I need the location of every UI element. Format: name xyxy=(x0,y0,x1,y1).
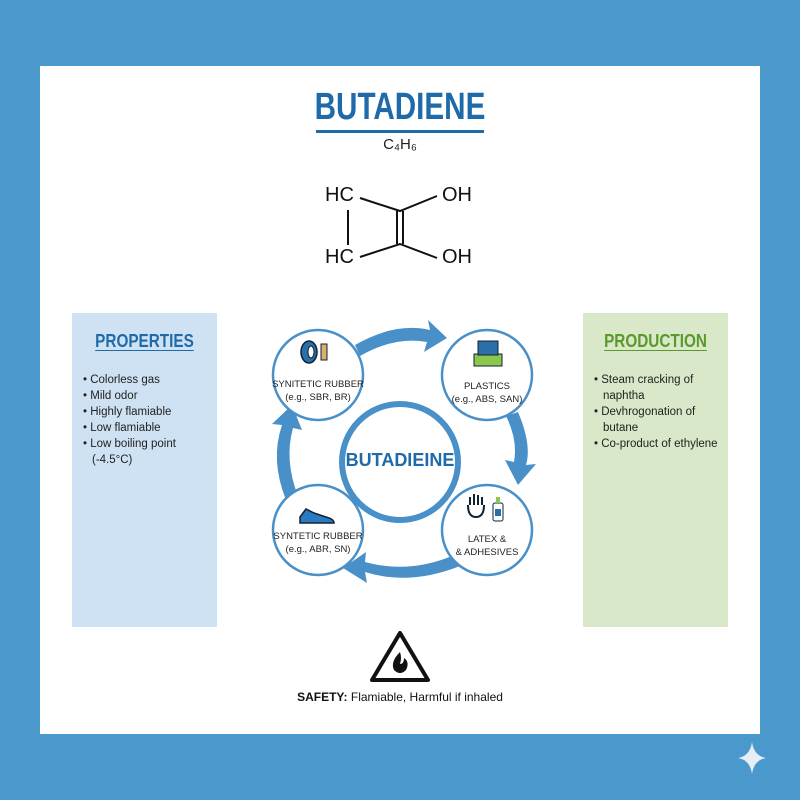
molecule-atom: OH xyxy=(442,246,472,268)
list-item: Colorless gas xyxy=(82,372,207,388)
title-underline xyxy=(316,130,484,133)
glove-glue-icon xyxy=(467,494,504,522)
chemical-formula: C₄H₆ xyxy=(383,136,417,153)
fire-warning-icon xyxy=(370,631,430,682)
list-item: Mild odor xyxy=(82,388,207,404)
production-panel: PRODUCTION Steam cracking of naphtha Dev… xyxy=(583,313,728,627)
properties-panel: PROPERTIES Colorless gas Mild odor Highl… xyxy=(72,313,217,627)
page-title: BUTADIENE xyxy=(314,86,486,128)
molecule-atom: HC xyxy=(325,246,354,268)
molecule-atom: HC xyxy=(325,184,354,206)
arrow-top xyxy=(355,320,447,356)
arrow-right xyxy=(505,412,536,485)
node-circle xyxy=(440,483,534,577)
node-label-synthetic-rubber-2: SYNTETIC RUBBER(e.g., ABR, SN) xyxy=(273,531,363,555)
safety-note: SAFETY: Flamiable, Harmful if inhaled xyxy=(0,690,800,704)
center-ring xyxy=(339,401,461,523)
node-label-synthetic-rubber-1: SYNITETIC RUBBER(e.g., SBR, BR) xyxy=(272,379,364,403)
node-label-plastics: PLASTICS(e.g., ABS, SAN) xyxy=(451,381,523,405)
center-label: BUTADIEINE xyxy=(345,450,455,470)
production-heading: PRODUCTION xyxy=(604,331,707,351)
safety-text: Flamiable, Harmful if inhaled xyxy=(350,690,503,704)
molecule-bonds xyxy=(347,195,438,259)
shoe-icon xyxy=(299,508,335,524)
list-item: Low flamiable xyxy=(82,420,207,436)
list-item: Low boiling point (-4.5°C) xyxy=(82,436,207,468)
list-item: Steam cracking of naphtha xyxy=(593,372,718,404)
node-circle xyxy=(271,483,365,577)
list-item: Highly flamiable xyxy=(82,404,207,420)
safety-label: SAFETY: xyxy=(297,690,348,704)
arrow-left xyxy=(272,405,302,500)
tire-icon xyxy=(300,340,328,364)
sparkle-icon xyxy=(738,742,766,774)
arrow-bottom xyxy=(343,552,460,583)
node-circle xyxy=(440,328,534,422)
blocks-icon xyxy=(473,340,503,367)
properties-heading: PROPERTIES xyxy=(95,331,194,351)
node-label-latex-adhesives: LATEX && ADHESIVES xyxy=(455,534,519,558)
cycle-arrows xyxy=(272,320,536,583)
molecule-atom: OH xyxy=(442,184,472,206)
node-circle xyxy=(271,328,365,422)
list-item: Devhrogonation of butane xyxy=(593,404,718,436)
list-item: Co-product of ethylene xyxy=(593,436,718,452)
